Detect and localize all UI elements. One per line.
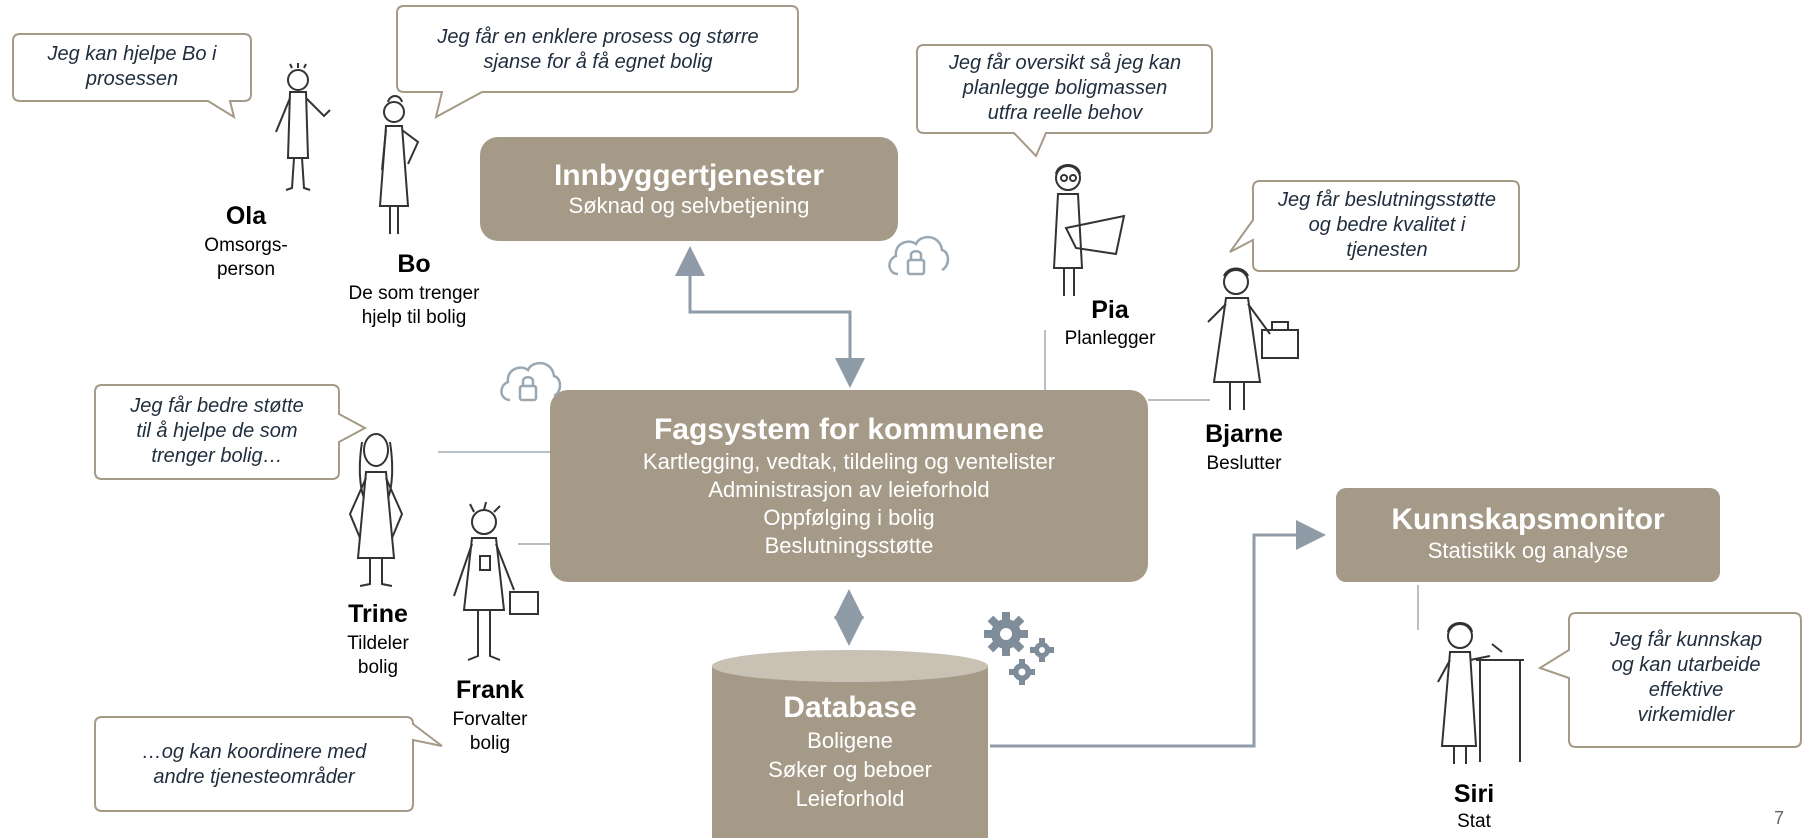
role-line: Planlegger (1064, 328, 1156, 349)
person-ola-figure (275, 63, 331, 191)
bubble-line: sjanse for å få egnet bolig (483, 51, 713, 73)
person-role-trine: Tildeler bolig (318, 632, 438, 680)
speech-bubble-ola: Jeg kan hjelpe Bo i prosessen (12, 33, 252, 120)
person-role-pia: Planlegger (1040, 327, 1180, 351)
bubble-line: Jeg får en enklere prosess og større (437, 26, 759, 48)
box-line: Kartlegging, vedtak, tildeling og ventel… (642, 449, 1056, 474)
person-trine-figure (348, 433, 404, 587)
role-line: De som trenger (348, 283, 480, 304)
person-role-ola: Omsorgs- person (176, 234, 316, 282)
bubble-line: Jeg får oversikt så jeg kan (948, 52, 1182, 74)
bubble-line: til å hjelpe de som (136, 420, 298, 442)
speech-bubble-pia: Jeg får oversikt så jeg kan planlegge bo… (916, 44, 1214, 158)
bubble-line: virkemidler (1637, 704, 1735, 726)
bubble-line: trenger bolig… (151, 445, 283, 467)
database-text: Database Boligene Søker og beboer Leiefo… (710, 690, 990, 813)
speech-bubble-trine: Jeg får bedre støtte til å hjelpe de som… (94, 384, 368, 482)
role-line: hjelp til bolig (361, 307, 467, 328)
role-line: Beslutter (1206, 453, 1282, 474)
role-line: Stat (1457, 811, 1491, 832)
person-name-bo: Bo (397, 250, 431, 278)
person-siri-figure (1437, 622, 1524, 764)
person-bo-figure (378, 95, 420, 234)
bubble-line: og kan utarbeide (1611, 654, 1761, 676)
bubble-line: Jeg kan hjelpe Bo i (47, 43, 217, 65)
box-title: Database (783, 691, 917, 724)
person-name-trine: Trine (348, 600, 408, 628)
bubble-line: tjenesten (1346, 239, 1428, 261)
person-name-pia: Pia (1091, 296, 1129, 324)
box-title: Kunnskapsmonitor (1391, 503, 1665, 536)
box-innbyggertjenester: Innbyggertjenester Søknad og selvbetjeni… (480, 137, 898, 241)
person-pia-figure (1052, 164, 1126, 296)
bubble-line: prosessen (85, 68, 179, 90)
box-kunnskapsmonitor: Kunnskapsmonitor Statistikk og analyse (1336, 488, 1720, 582)
speech-bubble-bo: Jeg får en enklere prosess og større sja… (396, 5, 800, 119)
role-line: Forvalter (452, 709, 528, 730)
box-line: Statistikk og analyse (1427, 538, 1629, 563)
person-role-frank: Forvalter bolig (430, 708, 550, 756)
cloud-lock-icon (888, 236, 950, 276)
role-line: Omsorgs- (204, 235, 288, 256)
person-role-bo: De som trenger hjelp til bolig (324, 282, 504, 330)
speech-bubble-bjarne: Jeg får beslutningsstøtte og bedre kvali… (1229, 180, 1520, 272)
box-line: Administrasjon av leieforhold (708, 477, 990, 502)
role-line: Tildeler (347, 633, 409, 654)
bubble-line: utfra reelle behov (987, 102, 1143, 124)
box-title: Fagsystem for kommunene (653, 413, 1045, 446)
person-frank-figure (453, 501, 539, 661)
bubble-line: Jeg får beslutningsstøtte (1278, 189, 1496, 211)
role-line: bolig (469, 733, 511, 754)
person-role-siri: Stat (1424, 810, 1524, 834)
bubble-line: Jeg får kunnskap (1609, 629, 1763, 651)
page-number: 7 (1774, 808, 1785, 828)
person-name-bjarne: Bjarne (1205, 420, 1283, 448)
bubble-line: planlegge boligmassen (962, 77, 1168, 99)
role-line: bolig (357, 657, 399, 678)
bubble-line: Jeg får bedre støtte (130, 395, 304, 417)
box-line: Søker og beboer (768, 757, 932, 782)
speech-bubble-siri: Jeg får kunnskap og kan utarbeide effekt… (1537, 612, 1802, 748)
bubble-line: effektive (1648, 679, 1724, 701)
bubble-line: andre tjenesteområder (153, 766, 355, 788)
box-line: Boligene (807, 728, 893, 753)
box-line: Leieforhold (795, 786, 905, 811)
box-title: Innbyggertjenester (553, 159, 825, 192)
person-name-ola: Ola (225, 202, 267, 230)
bubble-line: …og kan koordinere med (141, 741, 367, 763)
gears-icon (984, 612, 1054, 685)
database-cylinder (712, 650, 988, 838)
speech-bubble-frank: …og kan koordinere med andre tjenesteomr… (94, 716, 444, 814)
role-line: person (216, 259, 276, 280)
box-fagsystem: Fagsystem for kommunene Kartlegging, ved… (550, 390, 1148, 582)
cloud-lock-icon (500, 362, 562, 402)
person-role-bjarne: Beslutter (1174, 452, 1314, 476)
box-line: Oppfølging i bolig (763, 505, 935, 530)
person-bjarne-figure (1207, 267, 1299, 410)
person-name-siri: Siri (1453, 780, 1495, 808)
person-name-frank: Frank (455, 676, 525, 704)
box-line: Søknad og selvbetjening (568, 193, 810, 218)
box-line: Beslutningsstøtte (764, 533, 934, 558)
arrow-innbygger-fagsystem (688, 250, 852, 372)
bubble-line: og bedre kvalitet i (1308, 214, 1466, 236)
arrow-database-kunnskap (990, 520, 1326, 748)
